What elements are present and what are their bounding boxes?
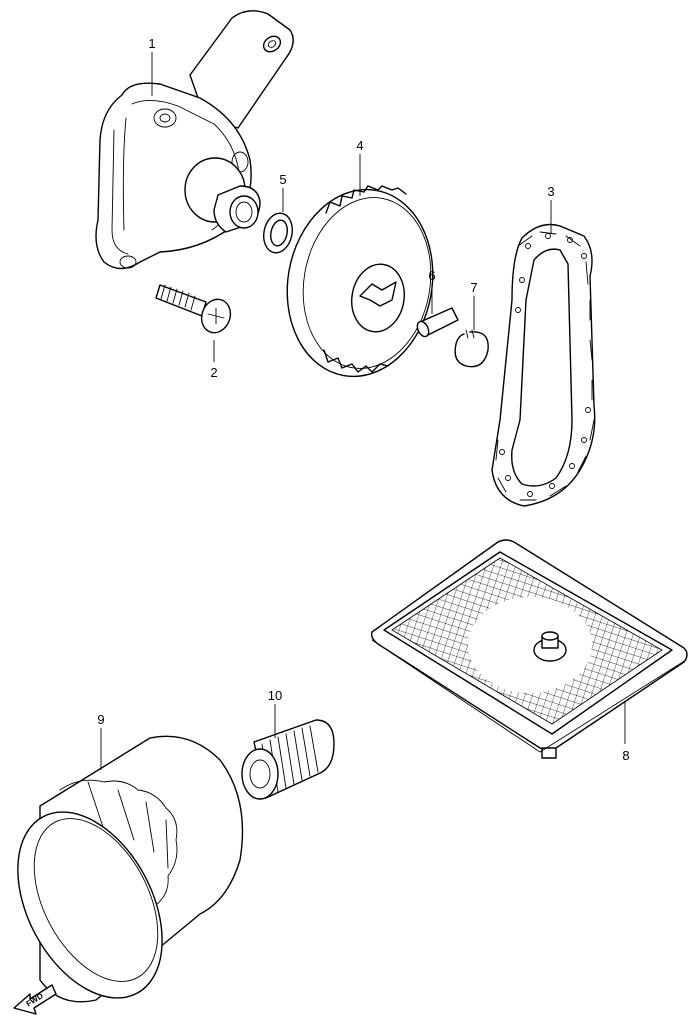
sprocket-drawing [286, 185, 434, 378]
callout-screw: 2 [210, 365, 217, 380]
oil-filter-drawing [17, 735, 244, 1003]
washer-drawing [262, 212, 294, 254]
filter-union-drawing [241, 719, 335, 800]
callout-oil-filter: 9 [97, 712, 104, 727]
callout-washer: 5 [279, 172, 286, 187]
callout-pin: 6 [428, 268, 435, 283]
callout-oil-pump: 1 [148, 36, 155, 51]
callout-sprocket: 4 [356, 138, 363, 153]
circlip-drawing [454, 329, 489, 368]
callout-circlip: 7 [470, 280, 477, 295]
pin-drawing [416, 307, 459, 338]
screw-drawing [155, 284, 232, 334]
oil-strainer-drawing [370, 539, 688, 759]
leader-lines [100, 52, 626, 770]
chain-drawing [491, 223, 596, 507]
callout-filter-union: 10 [268, 688, 282, 703]
fwd-arrow-icon: FWD [13, 984, 57, 1015]
oil-pump-drawing [95, 10, 294, 270]
callout-oil-strainer: 8 [622, 748, 629, 763]
callout-chain: 3 [547, 184, 554, 199]
